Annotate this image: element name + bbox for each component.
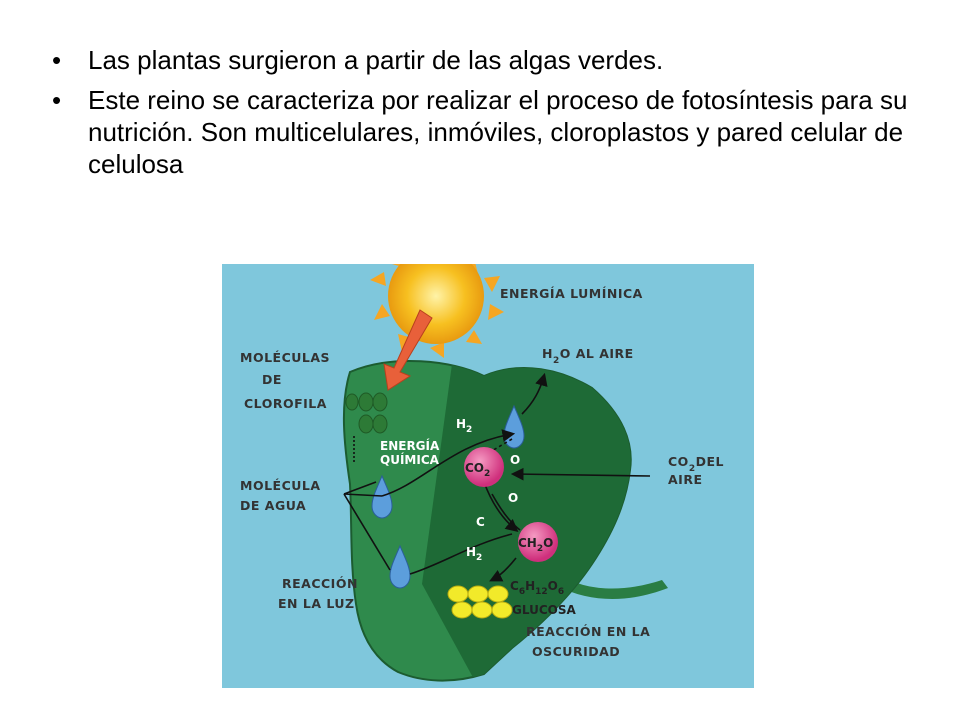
sun-icon <box>370 264 504 358</box>
h2-bottom-sub: 2 <box>476 553 482 563</box>
glucosa-formula: C6H12O6 <box>510 579 564 597</box>
energia-luminica-label: ENERGÍA LUMÍNICA <box>500 286 643 301</box>
h2-top-sub: 2 <box>466 425 472 435</box>
h2o-sub: 2 <box>553 356 560 366</box>
co2-aire-a: CO <box>668 454 689 469</box>
reaccion-label: REACCIÓN <box>282 576 358 591</box>
glucosa-s2: 12 <box>535 587 548 597</box>
co2-circle-sub: 2 <box>484 469 490 479</box>
bullet-item: • Las plantas surgieron a partir de las a… <box>48 44 908 76</box>
h2-bottom-h: H <box>466 545 476 559</box>
light-arrow <box>383 309 433 391</box>
leaf-stem <box>558 576 668 599</box>
clorofila-label: CLOROFILA <box>244 396 327 411</box>
chlorophyll-molecules-icon <box>345 392 388 434</box>
photosynthesis-svg: CO2 CH2O ENERGÍA LUMÍNICA H2O AL AIRE MO… <box>222 264 754 688</box>
h2o-aire-label: H2O AL AIRE <box>542 346 634 366</box>
bullet-text: Este reino se caracteriza por realizar e… <box>88 85 908 179</box>
reaccion-oscuridad-line1: REACCIÓN EN LA <box>526 624 650 639</box>
co2-molecule: CO2 <box>464 447 504 487</box>
bullet-dot: • <box>52 85 62 115</box>
svg-text:CH2O: CH2O <box>518 536 553 554</box>
o-top-label: O <box>510 453 520 467</box>
bullet-list: • Las plantas surgieron a partir de las a… <box>48 44 908 188</box>
ch2o-b: O <box>543 536 553 550</box>
photosynthesis-diagram: CO2 CH2O ENERGÍA LUMÍNICA H2O AL AIRE MO… <box>222 264 754 688</box>
glucosa-label: GLUCOSA <box>512 603 576 617</box>
glucose-molecules-icon <box>447 585 513 619</box>
ch2o-sub: 2 <box>537 544 543 554</box>
co2-circle-c: CO <box>465 461 484 475</box>
bullet-item: • Este reino se caracteriza por realizar … <box>48 84 908 180</box>
reaccion-oscuridad-line2: OSCURIDAD <box>532 644 620 659</box>
h2o-rest: O AL AIRE <box>560 346 634 361</box>
h2-bottom-label: H2 <box>466 545 482 563</box>
energia-quimica-line1: ENERGÍA <box>380 438 440 453</box>
bullet-dot: • <box>52 45 62 75</box>
ch2o-molecule: CH2O <box>518 522 558 562</box>
h2o-h: H <box>542 346 553 361</box>
co2-aire-label: CO2DEL <box>668 454 724 474</box>
moleculas-label: MOLÉCULAS <box>240 350 330 365</box>
co2-aire-b: DEL <box>696 454 724 469</box>
glucosa-h: H <box>525 579 535 593</box>
process-arrows <box>343 372 651 582</box>
glucosa-s3: 6 <box>558 587 564 597</box>
ch2o-a: CH <box>518 536 537 550</box>
c-label: C <box>476 515 485 529</box>
h2-top-h: H <box>456 417 466 431</box>
glucosa-s1: 6 <box>519 587 525 597</box>
co2-aire-line2: AIRE <box>668 472 703 487</box>
bullet-text: Las plantas surgieron a partir de las al… <box>88 45 664 75</box>
de-label: DE <box>262 372 282 387</box>
energia-quimica-line2: QUÍMICA <box>380 452 440 467</box>
h2-top-label: H2 <box>456 417 472 435</box>
molecula-label: MOLÉCULA <box>240 478 321 493</box>
glucosa-o: O <box>548 579 558 593</box>
svg-text:CO2: CO2 <box>465 461 490 479</box>
o-mid-label: O <box>508 491 518 505</box>
de-agua-label: DE AGUA <box>240 498 306 513</box>
en-la-luz-label: EN LA LUZ <box>278 596 355 611</box>
glucosa-c: C <box>510 579 519 593</box>
co2-aire-sub: 2 <box>689 464 696 474</box>
